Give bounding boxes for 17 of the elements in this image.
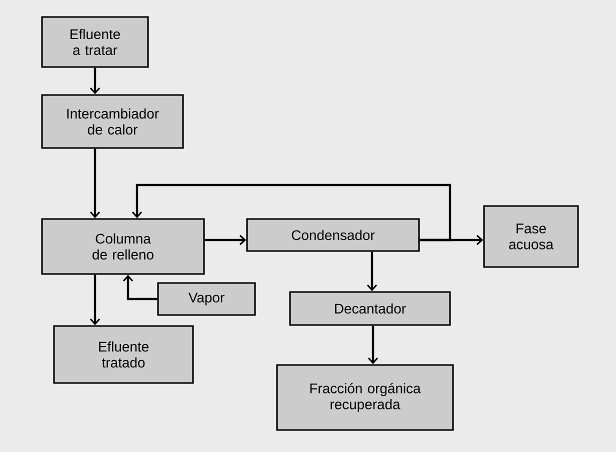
arrow xyxy=(132,184,452,242)
process-box: Fracción orgánica recuperada xyxy=(276,364,454,431)
arrow xyxy=(366,252,378,292)
process-box: Efluente a tratar xyxy=(41,16,149,68)
process-box: Efluente tratado xyxy=(53,325,194,384)
process-box: Columna de relleno xyxy=(41,218,205,275)
arrow xyxy=(90,274,100,326)
process-box: Decantador xyxy=(289,291,451,326)
process-box: Vapor xyxy=(157,282,256,316)
arrow xyxy=(368,326,378,364)
arrow xyxy=(90,68,100,94)
arrow xyxy=(90,148,100,218)
process-box: Condensador xyxy=(246,218,420,252)
process-box: Intercambiador de calor xyxy=(41,94,184,149)
process-box: Fase acuosa xyxy=(483,205,579,268)
arrow xyxy=(122,274,158,300)
arrow xyxy=(204,234,246,246)
